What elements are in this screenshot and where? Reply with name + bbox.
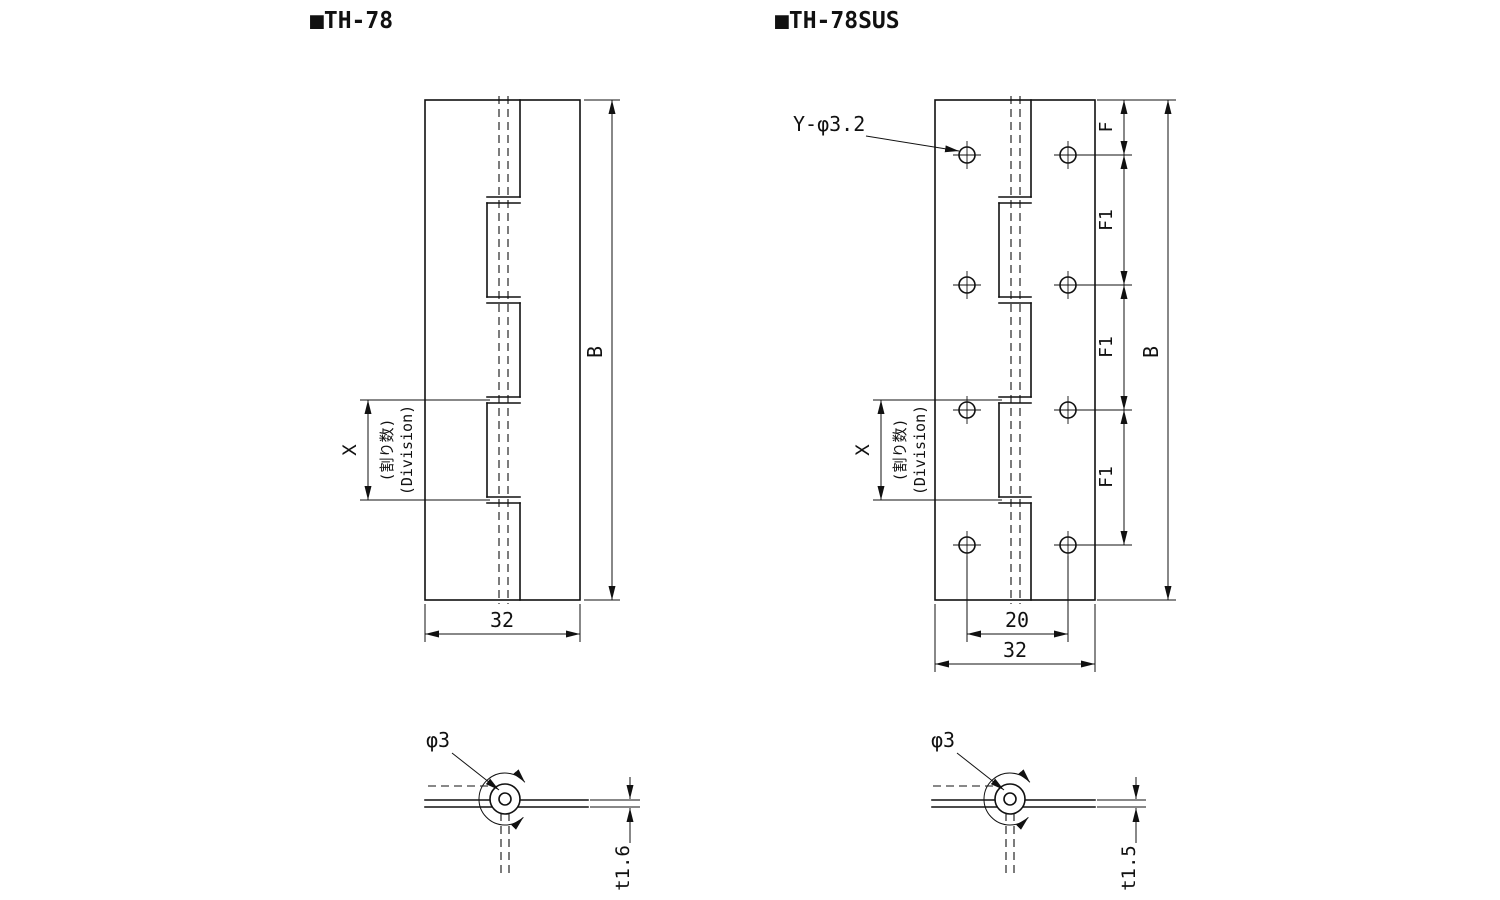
dim-label-width: 32 bbox=[1003, 638, 1027, 662]
th78sus-dim-pitch: F F1 F1 F1 bbox=[1078, 99, 1176, 546]
th78-dim-height: B bbox=[583, 99, 620, 601]
th78-dim-division: X (割り数) (Division) bbox=[339, 399, 490, 501]
th78sus-section-view: φ3 t1.5 bbox=[931, 728, 1146, 891]
mounting-hole bbox=[953, 271, 981, 299]
pin-circle bbox=[1003, 792, 1017, 806]
figure-title-th78: ■TH-78 bbox=[310, 8, 393, 34]
th78sus-dim-width: 32 bbox=[934, 604, 1096, 672]
dim-label-pitch-3: F1 bbox=[1096, 466, 1117, 488]
pin-dia-label: φ3 bbox=[426, 728, 450, 752]
dim-label-height: B bbox=[583, 346, 607, 358]
figure-title-th78sus: ■TH-78SUS bbox=[775, 8, 900, 34]
th78-front-view bbox=[424, 96, 581, 604]
dim-label-division-en: (Division) bbox=[911, 405, 929, 495]
hole-callout: Y-φ3.2 bbox=[793, 112, 960, 153]
mounting-holes bbox=[953, 141, 1082, 559]
dim-label-division-x: X bbox=[339, 444, 361, 456]
dim-label-division-en: (Division) bbox=[398, 405, 416, 495]
th78sus-dim-hole-span: 20 bbox=[966, 556, 1069, 642]
hinge-body bbox=[424, 99, 581, 601]
dim-label-width: 32 bbox=[490, 608, 514, 632]
mounting-hole bbox=[1054, 396, 1082, 424]
mounting-hole bbox=[953, 141, 981, 169]
thickness-label: t1.6 bbox=[612, 845, 634, 891]
rotation-arc bbox=[983, 769, 1031, 830]
mounting-hole bbox=[1054, 141, 1082, 169]
dim-label-division-jp: (割り数) bbox=[891, 418, 909, 481]
hole-callout-label: Y-φ3.2 bbox=[793, 112, 865, 136]
th78sus-front-view bbox=[934, 96, 1096, 604]
dim-label-division-jp: (割り数) bbox=[378, 418, 396, 481]
rotation-arc bbox=[478, 769, 526, 830]
figure-th78sus: ■TH-78SUS bbox=[775, 8, 1176, 891]
th78sus-dim-division: X (割り数) (Division) bbox=[852, 399, 1002, 501]
dim-label-hole-span: 20 bbox=[1005, 608, 1029, 632]
thickness-label: t1.5 bbox=[1118, 845, 1140, 891]
hinge-body bbox=[934, 99, 1096, 601]
pin-circle bbox=[498, 792, 512, 806]
th78sus-dim-height: B bbox=[1097, 100, 1176, 601]
mounting-hole bbox=[953, 531, 981, 559]
mounting-hole bbox=[1054, 271, 1082, 299]
pin-dia-label: φ3 bbox=[931, 728, 955, 752]
mounting-hole bbox=[1054, 531, 1082, 559]
dim-label-pitch-1: F1 bbox=[1096, 209, 1117, 231]
dim-label-height: B bbox=[1139, 346, 1163, 358]
dim-label-pitch-2: F1 bbox=[1096, 336, 1117, 358]
dim-label-division-x: X bbox=[852, 444, 874, 456]
figure-th78: ■TH-78 B bbox=[310, 8, 640, 891]
mounting-hole bbox=[953, 396, 981, 424]
dim-label-edge-offset: F bbox=[1096, 122, 1117, 133]
th78-section-view: φ3 t1.6 bbox=[424, 728, 640, 891]
th78-dim-width: 32 bbox=[424, 604, 581, 642]
